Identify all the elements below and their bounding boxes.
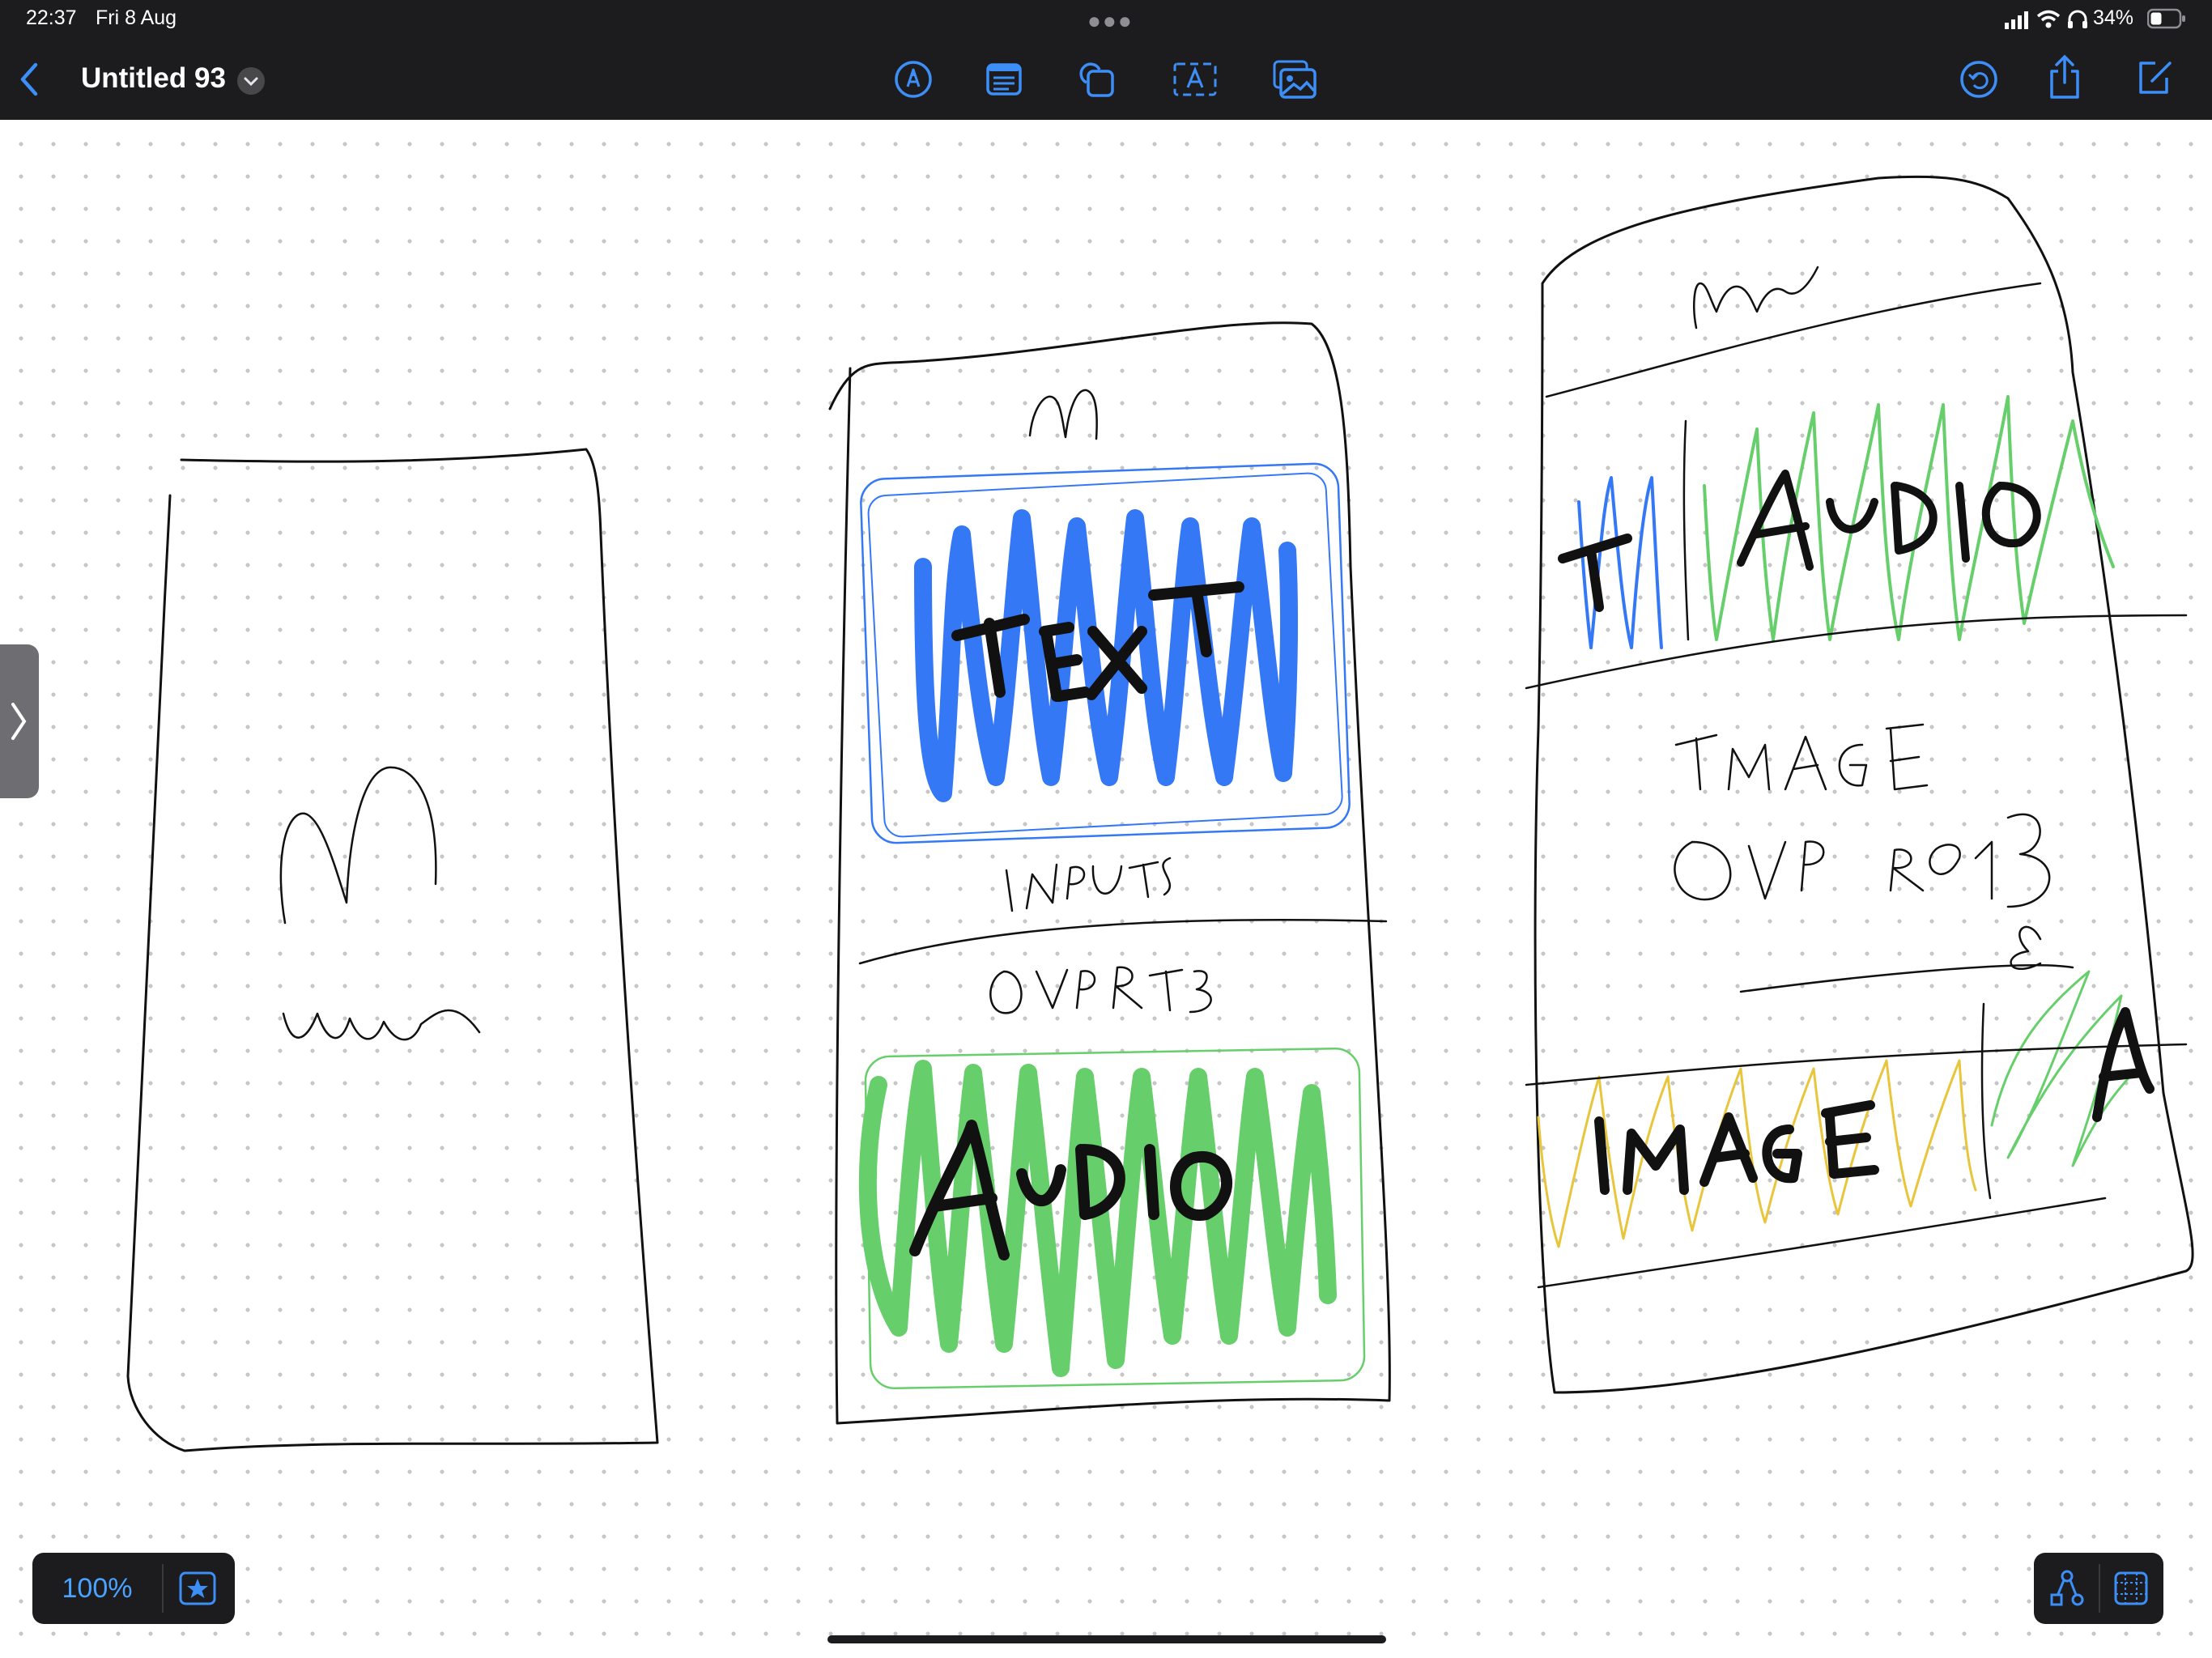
toolbar: 22:37 Fri 8 Aug ●●● 34% Untitled 93 — [0, 0, 2212, 120]
navigation-bar: Untitled 93 — [0, 47, 2212, 113]
scribble-wavy-line — [282, 1009, 481, 1041]
connector-icon[interactable] — [2048, 1569, 2086, 1608]
image-label-IMAGE-2 — [1594, 1100, 1879, 1195]
status-bar: 22:37 Fri 8 Aug ●●● 34% — [0, 0, 2212, 39]
audio-label-AUDIO — [909, 1120, 1232, 1261]
chevron-right-icon — [11, 703, 27, 740]
clock: 22:37 — [26, 6, 77, 29]
outputs-label — [1674, 813, 2051, 908]
image-insert-icon[interactable] — [1271, 58, 1318, 100]
phone-outline-3 — [1534, 175, 2194, 1394]
sticky-note-icon[interactable] — [985, 60, 1023, 99]
divider-line-c — [1525, 614, 2188, 690]
a-block-fill — [1990, 970, 2139, 1167]
share-icon[interactable] — [2047, 53, 2082, 100]
scribble-m — [279, 766, 437, 925]
zoom-level[interactable]: 100% — [62, 1573, 133, 1604]
image-label-IMAGE — [1674, 723, 1929, 791]
new-board-icon[interactable] — [2134, 57, 2176, 99]
scribble-m-2 — [1028, 389, 1098, 440]
scribble-m-3 — [1693, 266, 1819, 329]
output-label-OUTPUTS — [989, 966, 1212, 1014]
audio-block-fill-2 — [1703, 395, 2115, 641]
ampersand — [2010, 925, 2042, 970]
grid-icon[interactable] — [2113, 1571, 2149, 1606]
audio-block-fill — [858, 1060, 1337, 1377]
tools-divider — [2099, 1564, 2100, 1613]
phone-sketch-2 — [828, 321, 1391, 1425]
t-block-fill — [1577, 476, 1663, 649]
divider-line-d — [1739, 964, 2074, 993]
phone-sketch-1 — [126, 448, 659, 1452]
text-block-fill — [914, 509, 1299, 802]
text-block-outline — [860, 462, 1351, 844]
text-box-icon[interactable] — [1172, 60, 1218, 99]
date: Fri 8 Aug — [96, 6, 177, 29]
phone-sketch-3 — [1525, 175, 2194, 1394]
vertical-divider-a — [1682, 419, 1690, 641]
phone-outline-2 — [828, 321, 1391, 1425]
wifi-icon — [2036, 10, 2061, 28]
zoom-divider — [162, 1564, 164, 1613]
canvas-tools-pill — [2034, 1553, 2163, 1624]
undo-icon[interactable] — [1959, 60, 1998, 99]
text-block-outline-inner — [867, 472, 1343, 838]
battery-percentage: 34% — [2093, 6, 2134, 29]
home-indicator[interactable] — [827, 1635, 1386, 1643]
pen-tool-icon[interactable] — [894, 60, 933, 99]
signal-icon — [2005, 11, 2028, 29]
image-block-fill — [1537, 1059, 1977, 1248]
divider-line-a — [858, 919, 1388, 965]
battery-icon — [2147, 8, 2185, 29]
freeform-canvas[interactable] — [0, 120, 2212, 1658]
shape-icon[interactable] — [1075, 58, 1117, 100]
board-title[interactable]: Untitled 93 — [81, 62, 226, 94]
audio-label-AUDIO-2 — [1737, 470, 2041, 571]
sketch-layer — [126, 175, 2194, 1452]
sidebar-expand-handle[interactable] — [0, 644, 39, 798]
phone-outline-1 — [126, 448, 659, 1452]
multitasking-dots-icon[interactable]: ●●● — [1087, 8, 1134, 33]
t-label — [1558, 534, 1632, 612]
title-menu-chevron-icon[interactable] — [236, 66, 266, 96]
text-label-TEXT — [951, 581, 1244, 702]
input-label-INPUTS — [1005, 857, 1172, 912]
headphones-icon — [2068, 10, 2087, 28]
divider-line-f — [1537, 1197, 2107, 1289]
zoom-control[interactable]: 100% — [32, 1553, 235, 1624]
a-label — [2092, 1007, 2155, 1122]
favorites-star-icon[interactable] — [178, 1571, 217, 1606]
back-chevron-icon[interactable] — [18, 62, 40, 97]
vertical-divider-b — [1980, 1002, 1992, 1200]
divider-line-e — [1525, 1043, 2188, 1086]
divider-line-b — [1545, 282, 2042, 398]
